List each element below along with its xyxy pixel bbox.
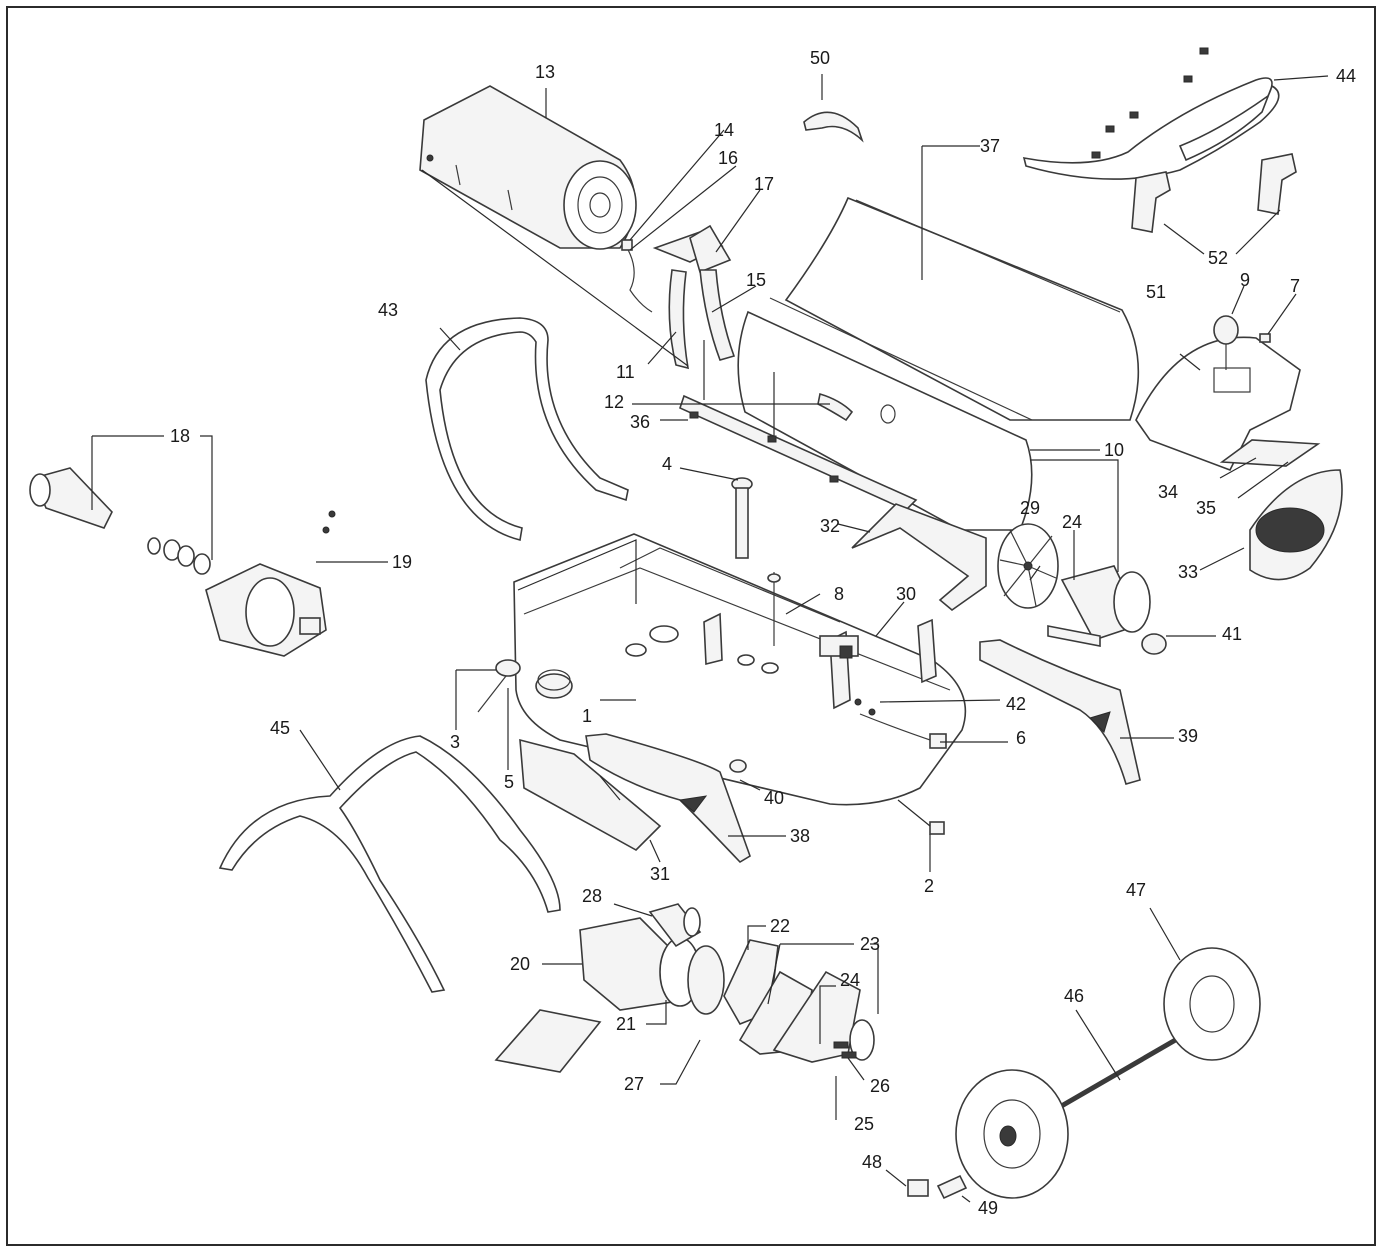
- label-44: 44: [1336, 66, 1356, 86]
- label-31: 31: [650, 864, 670, 884]
- label-49: 49: [978, 1198, 998, 1218]
- bracket-part: [668, 269, 736, 370]
- label-20: 20: [510, 954, 530, 974]
- label-6: 6: [1016, 728, 1026, 748]
- motor-bracket-part: [851, 503, 987, 612]
- side-panel-part: [519, 738, 662, 851]
- label-48: 48: [862, 1152, 882, 1172]
- screw-part: [854, 698, 876, 716]
- label-13: 13: [535, 62, 555, 82]
- label-15: 15: [746, 270, 766, 290]
- rotor-part: [687, 945, 725, 1015]
- label-9: 9: [1240, 270, 1250, 290]
- label-39: 39: [1178, 726, 1198, 746]
- rear-leg-part: [585, 733, 751, 864]
- label-27: 27: [624, 1074, 644, 1094]
- combustion-chamber-part: [419, 85, 637, 250]
- label-43: 43: [378, 300, 398, 320]
- upper-shell-part: [784, 196, 1140, 421]
- label-37: 37: [980, 136, 1000, 156]
- label-45: 45: [270, 718, 290, 738]
- circuit-board-part: [1219, 439, 1321, 467]
- label-41: 41: [1222, 624, 1242, 644]
- label-16: 16: [718, 148, 738, 168]
- label-47: 47: [1126, 880, 1146, 900]
- label-33: 33: [1178, 562, 1198, 582]
- label-3: 3: [450, 732, 460, 752]
- label-32: 32: [820, 516, 840, 536]
- dipstick-part: [477, 659, 521, 713]
- pressure-switch-part: [819, 635, 859, 659]
- label-34: 34: [1158, 482, 1178, 502]
- front-bumper-part: [425, 317, 629, 541]
- label-22: 22: [770, 916, 790, 936]
- carry-handle-part: [803, 111, 864, 143]
- rubber-foot-part: [1131, 153, 1297, 233]
- label-24a: 24: [1062, 512, 1082, 532]
- label-7: 7: [1290, 276, 1300, 296]
- front-frame-part: [218, 735, 561, 993]
- label-10: 10: [1104, 440, 1124, 460]
- label-38: 38: [790, 826, 810, 846]
- pump-motor-part: [579, 903, 702, 1011]
- label-8: 8: [834, 584, 844, 604]
- label-17: 17: [754, 174, 774, 194]
- label-12: 12: [604, 392, 624, 412]
- label-40: 40: [764, 788, 784, 808]
- label-4: 4: [662, 454, 672, 474]
- label-25: 25: [854, 1114, 874, 1134]
- label-18: 18: [170, 426, 190, 446]
- axle-nut-part: [907, 1179, 929, 1197]
- label-51: 51: [1146, 282, 1166, 302]
- diagram-frame: [6, 6, 1376, 1246]
- pump-bracket-part: [494, 1009, 602, 1073]
- fan-blade-part: [997, 523, 1059, 609]
- label-5: 5: [504, 772, 514, 792]
- label-2: 2: [924, 876, 934, 896]
- spring-part: [833, 1041, 857, 1059]
- label-52: 52: [1208, 248, 1228, 268]
- fan-motor-part: [1047, 565, 1151, 647]
- label-19: 19: [392, 552, 412, 572]
- washer-part: [729, 759, 747, 773]
- rear-handle-part: [1022, 47, 1280, 180]
- part-labels: 13 50 14 16 17 37 15 43 11 12 36 18 10 4…: [170, 48, 1356, 1218]
- label-36: 36: [630, 412, 650, 432]
- front-leg-part: [979, 639, 1141, 785]
- ignitor-wire-part: [621, 239, 653, 313]
- burner-assembly-part: [652, 224, 732, 274]
- fuel-gauge-part: [731, 477, 753, 559]
- burner-head-part: [205, 510, 336, 657]
- power-cord-plug-part: [859, 713, 947, 749]
- label-24b: 24: [840, 970, 860, 990]
- pump-cover-part: [723, 939, 875, 1063]
- leader-lines: [91, 74, 1329, 1203]
- label-14: 14: [714, 120, 734, 140]
- label-1: 1: [582, 706, 592, 726]
- label-26: 26: [870, 1076, 890, 1096]
- bushing-part: [1141, 633, 1167, 655]
- axle-sleeve-part: [936, 1174, 968, 1200]
- label-11: 11: [616, 362, 635, 382]
- fuel-filter-part: [767, 572, 781, 646]
- label-21: 21: [616, 1014, 636, 1034]
- label-50: 50: [810, 48, 830, 68]
- label-42: 42: [1006, 694, 1026, 714]
- label-35: 35: [1196, 498, 1216, 518]
- label-23: 23: [860, 934, 880, 954]
- nozzle-assembly-part: [29, 467, 211, 575]
- label-29: 29: [1020, 498, 1040, 518]
- drain-plug-part: [929, 821, 945, 835]
- fan-guard-part: [1249, 469, 1343, 581]
- wheel-part: [955, 947, 1261, 1199]
- label-28: 28: [582, 886, 602, 906]
- power-switch-part: [1259, 333, 1271, 343]
- fuel-cap-part: [535, 669, 573, 699]
- label-46: 46: [1064, 986, 1084, 1006]
- label-30: 30: [896, 584, 916, 604]
- thermostat-knob-part: [1213, 315, 1239, 370]
